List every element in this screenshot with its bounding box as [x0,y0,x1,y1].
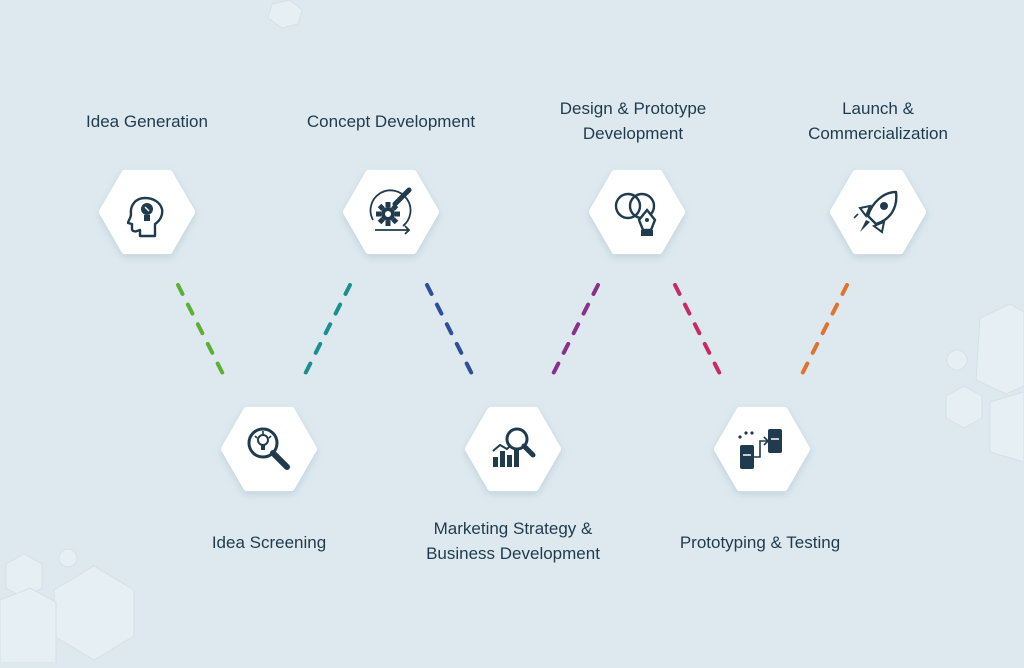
step-hexagon-3 [343,169,439,255]
step-hexagon-4 [465,406,561,492]
step-label-concept-development: Concept Development [241,109,541,134]
head-lightbulb-icon [126,196,164,238]
bg-hexagon [989,391,1024,463]
connectors [176,283,849,382]
connector-line-2 [300,283,352,382]
connector-line-6 [797,283,849,382]
connector-line-3 [425,283,477,382]
pen-circles-icon [614,192,657,236]
step-label-idea-screening: Idea Screening [119,530,419,555]
step-label-idea-generation: Idea Generation [0,109,297,134]
step-label-prototyping-testing: Prototyping & Testing [610,530,910,555]
label-line: Development [582,124,684,143]
step-label-launch: Launch & Commercialization [728,96,1024,146]
step-label-marketing-strategy: Marketing Strategy & Business Developmen… [363,516,663,566]
step-hexagon-5 [589,169,685,255]
label-line: Design & Prototype [559,99,707,118]
magnifier-lightbulb-icon [247,427,290,470]
connector-line-4 [548,283,600,382]
connector-line-1 [176,283,228,382]
label-line: Prototyping & Testing [679,533,841,552]
label-line: Marketing Strategy & [433,519,593,538]
step-hexagon-7 [830,169,926,255]
connector-line-5 [673,283,725,382]
devices-transfer-icon [738,429,782,469]
label-line: Concept Development [306,112,476,131]
step-hexagons [99,169,926,492]
chart-magnifier-icon [492,427,536,467]
step-label-design-prototype: Design & Prototype Development [483,96,783,146]
label-line: Launch & [842,99,914,118]
bg-hexagon [975,303,1024,395]
bg-bubble [58,548,78,568]
bg-hexagon [267,0,303,29]
step-hexagon-6 [714,406,810,492]
label-line: Idea Screening [211,533,327,552]
bg-hexagon [0,587,57,664]
step-hexagon-2 [221,406,317,492]
step-hexagon-1 [99,169,195,255]
gear-pencil-icon [369,187,412,235]
rocket-icon [853,190,898,234]
bg-bubble [946,349,968,371]
bg-hexagon [945,385,983,429]
bg-hexagon [53,565,135,661]
bg-hexagon [5,553,43,599]
label-line: Commercialization [808,124,948,143]
label-line: Idea Generation [86,112,208,131]
label-line: Business Development [426,544,600,563]
